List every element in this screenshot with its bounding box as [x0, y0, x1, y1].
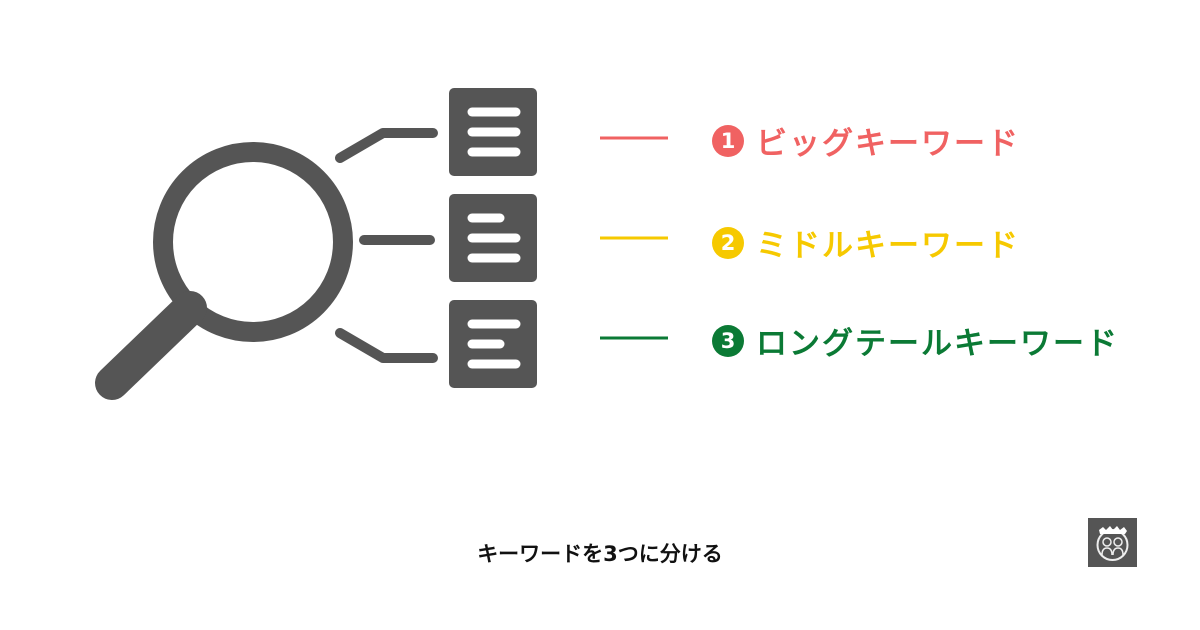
- label-text: ビッグキーワード: [756, 126, 1020, 162]
- label-text: ロングテールキーワード: [756, 326, 1119, 362]
- face-logo-icon: [1088, 518, 1137, 567]
- number-badge: 2: [712, 226, 744, 259]
- magnifier-handle: [95, 291, 207, 400]
- connector-bottom: [335, 328, 438, 363]
- document-icon: [449, 300, 537, 388]
- magnifier-icon: [153, 142, 353, 342]
- connector-top: [335, 128, 438, 163]
- label-middle-keyword: 2 ミドルキーワード: [712, 220, 1020, 265]
- caption: キーワードを3つに分ける: [477, 542, 723, 566]
- label-big-keyword: 1 ビッグキーワード: [712, 118, 1020, 163]
- number-badge: 3: [712, 324, 744, 357]
- document-icon: [449, 194, 537, 282]
- number-badge: 1: [712, 124, 744, 157]
- label-longtail-keyword: 3 ロングテールキーワード: [712, 318, 1119, 363]
- document-icon: [449, 88, 537, 176]
- label-text: ミドルキーワード: [756, 228, 1020, 264]
